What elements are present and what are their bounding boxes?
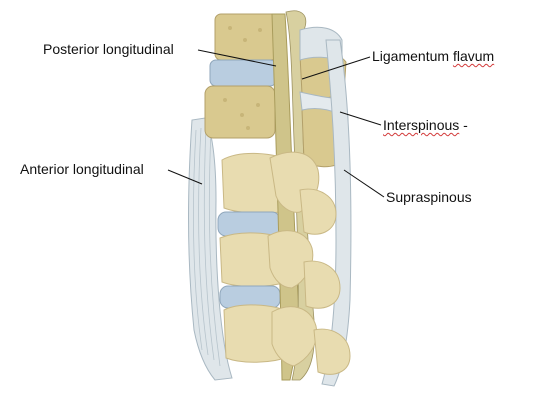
- label-supraspinous: Supraspinous: [386, 189, 472, 205]
- leader-supraspinous: [343, 169, 385, 198]
- spinous-process-bottom: [313, 328, 351, 375]
- cancellous-texture: [223, 26, 262, 130]
- leader-flavum: [301, 56, 371, 80]
- spinous-process-lower: [303, 260, 341, 309]
- articular-process-3: [271, 306, 318, 367]
- spinous-process-mid: [299, 188, 337, 235]
- leader-interspinous: [339, 111, 382, 126]
- anterior-ligament-striations: [193, 125, 221, 367]
- label-anterior-longitudinal: Anterior longitudinal: [20, 161, 144, 177]
- label-ligamentum-flavum: Ligamentum flavum: [372, 48, 495, 64]
- leader-lines: [167, 49, 385, 198]
- label-posterior-longitudinal: Posterior longitudinal: [43, 41, 174, 57]
- leader-posterior: [197, 49, 277, 67]
- label-interspinous: Interspinous -: [383, 117, 468, 133]
- vertebral-body-top: [214, 13, 278, 61]
- leader-anterior: [167, 169, 203, 185]
- vertebral-body-2: [204, 85, 276, 139]
- supraspinous-ligament: [321, 39, 352, 387]
